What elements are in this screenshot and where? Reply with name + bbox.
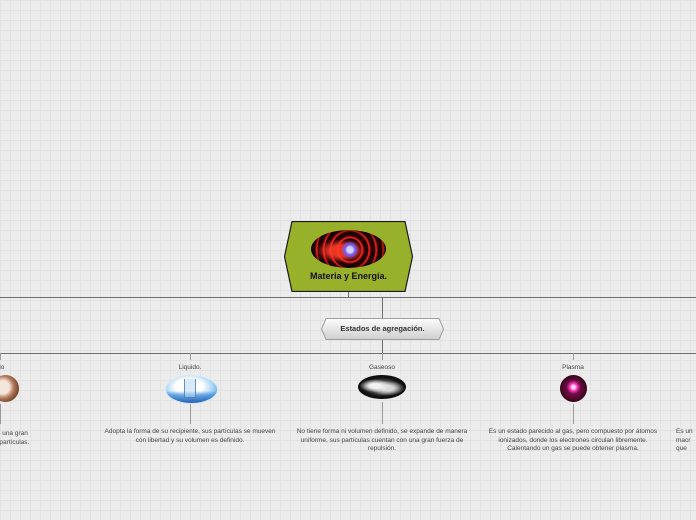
state-description-solid[interactable]: volumen, tiene una gran ndo sobre sus pa… xyxy=(0,430,30,446)
root-stem-line xyxy=(348,291,349,298)
root-topic-node[interactable]: Materia y Energía. xyxy=(284,221,413,292)
state-description-plasma[interactable]: Es un estado parecido al gas, pero compu… xyxy=(488,428,658,452)
liquid-image xyxy=(165,375,218,404)
state-desc-line-liquid xyxy=(190,404,191,424)
plasma-image xyxy=(560,375,587,402)
state-description-cutoff[interactable]: Es un macr que xyxy=(676,428,693,452)
state-desc-line-solid xyxy=(0,404,1,424)
state-label-liquid[interactable]: Liquido. xyxy=(178,364,202,371)
subtopic-title: Estados de agregación. xyxy=(340,324,425,333)
subtopic-node[interactable]: Estados de agregación. xyxy=(321,318,444,340)
root-topic-title: Materia y Energía. xyxy=(309,271,388,281)
galaxy-image xyxy=(311,230,386,268)
state-drop-line-gas xyxy=(382,353,383,360)
state-drop-line-liquid xyxy=(190,353,191,360)
states-branch-line xyxy=(0,353,696,354)
state-drop-line-solid xyxy=(0,353,1,360)
state-description-gas[interactable]: No tiene forma ni volumen definido, se e… xyxy=(296,428,468,452)
subtopic-down-line xyxy=(382,340,383,353)
solid-image xyxy=(0,375,19,402)
state-label-gas[interactable]: Gaseoso xyxy=(368,364,396,371)
state-drop-line-plasma xyxy=(573,353,574,360)
subtopic-shape xyxy=(321,318,444,340)
subtopic-stem-line xyxy=(382,298,383,318)
state-desc-line-plasma xyxy=(573,404,574,424)
state-label-solid[interactable]: ido xyxy=(0,364,5,371)
state-description-liquid[interactable]: Adopta la forma de su recipiente, sus pa… xyxy=(104,428,276,444)
state-label-plasma[interactable]: Plasma xyxy=(562,364,584,371)
state-desc-line-gas xyxy=(382,402,383,424)
gas-image xyxy=(358,375,406,399)
